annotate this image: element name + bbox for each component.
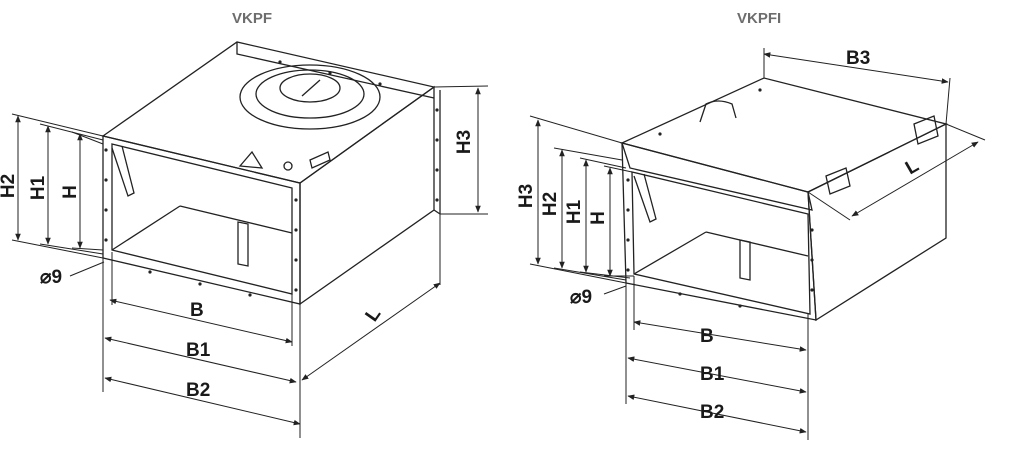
vkpfi-unit: [620, 77, 948, 322]
vkpf-motor-flange: [239, 64, 381, 130]
vkpfi-dimensions: [529, 48, 986, 440]
vkpfi-latch-front: [825, 167, 851, 195]
vkpfi-label-h1: H1: [564, 199, 585, 224]
vkpfi-label-b2: B2: [700, 402, 724, 423]
vkpf-front-opening: [111, 143, 293, 295]
vkpf-labels: H2 H1 H H3 B B1 B2 L ⌀9: [0, 130, 475, 401]
vkpfi-latch-back: [913, 115, 939, 145]
vkpf-front-frame: [102, 135, 301, 305]
vkpfi-title: VKPFI: [737, 10, 782, 27]
vkpfi-top-face: [620, 77, 948, 193]
vkpfi-label-b: B: [700, 326, 714, 347]
vkpfi-side-face: [807, 122, 947, 322]
vkpf-label-b1: B1: [186, 340, 211, 361]
vkpf-back-flange: [236, 42, 435, 99]
vkpf-side-face: [299, 85, 435, 306]
vkpf-label-b2: B2: [186, 380, 210, 401]
vkpf-label-h2: H2: [0, 174, 19, 198]
vkpf-label-b: B: [190, 300, 204, 321]
vkpf-label-h: H: [60, 185, 81, 199]
vkpf-label-h3: H3: [454, 130, 475, 154]
vkpf-title: VKPF: [232, 10, 273, 27]
vkpfi-label-b1: B1: [700, 364, 725, 385]
vkpf-warning-icon: [238, 150, 264, 169]
vkpfi-front-opening: [631, 171, 811, 315]
vkpfi-label-b3: B3: [846, 48, 870, 69]
vkpfi-handle: [699, 100, 737, 123]
vkpf-label-h1: H1: [28, 175, 49, 200]
vkpfi-front-frame: [621, 142, 817, 321]
vkpfi-label-h2: H2: [540, 192, 561, 216]
vkpf-label-l: L: [362, 304, 386, 326]
vkpf-dimensions: [11, 85, 489, 438]
vkpfi-label-h3: H3: [516, 184, 537, 208]
vkpf-label-hole: ⌀9: [40, 267, 62, 288]
vkpf-top-face: [101, 41, 436, 184]
vkpfi-label-l: L: [902, 155, 923, 179]
vkpfi-label-hole: ⌀9: [570, 287, 592, 308]
vkpf-unit: [101, 41, 441, 306]
vkpfi-label-h: H: [588, 211, 609, 225]
